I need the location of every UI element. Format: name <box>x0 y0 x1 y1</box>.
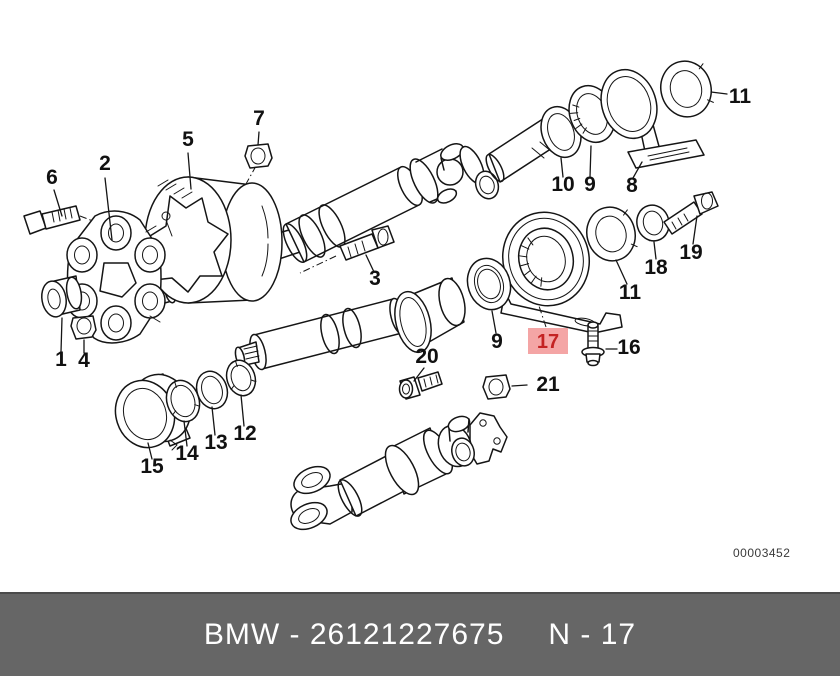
screw-16 <box>581 321 605 367</box>
callout-5: 5 <box>182 128 194 151</box>
callout-13: 13 <box>204 431 227 454</box>
seal-ring-9-mid <box>466 257 512 311</box>
callout-9-top: 9 <box>584 173 596 196</box>
vibration-damper <box>144 176 283 304</box>
callout-7: 7 <box>253 107 265 130</box>
caption-diagram-number: N - 17 <box>548 618 637 651</box>
lock-ring-14 <box>165 379 201 423</box>
callout-20: 20 <box>415 345 438 368</box>
callout-21: 21 <box>536 373 560 396</box>
callout-10: 10 <box>551 173 574 196</box>
callout-11-top: 11 <box>729 85 752 108</box>
callout-3: 3 <box>369 267 381 290</box>
nut-21 <box>482 374 511 400</box>
callout-1: 1 <box>55 348 67 371</box>
callout-12: 12 <box>233 422 256 445</box>
leader-lines <box>53 91 728 460</box>
bolt-3 <box>339 225 395 261</box>
callout-19: 19 <box>679 241 702 264</box>
flex-disc <box>66 210 166 344</box>
callout-17: 17 <box>537 331 559 353</box>
callout-18: 18 <box>644 256 668 279</box>
nut-7 <box>244 143 273 169</box>
lower-driveshaft <box>290 412 508 531</box>
caption-part-number: BMW - 26121227675 <box>203 618 505 651</box>
callout-2: 2 <box>99 152 111 175</box>
callout-8: 8 <box>626 174 638 197</box>
bushing-13 <box>195 370 229 410</box>
bolt-19 <box>663 191 719 235</box>
callout-11-mid: 11 <box>619 281 642 304</box>
parts-diagram: 6 2 5 7 3 1 4 10 9 8 11 19 18 11 9 16 20… <box>23 60 751 531</box>
nut-4 <box>70 315 97 340</box>
rubber-mount-11-mid <box>586 206 638 262</box>
callout-14: 14 <box>175 442 199 465</box>
highlight-badge <box>528 328 568 354</box>
bolt-20 <box>398 371 443 400</box>
callouts: 6 2 5 7 3 1 4 10 9 8 11 19 18 11 9 16 20… <box>46 85 751 478</box>
callout-6: 6 <box>46 166 58 189</box>
highlighted-callout-17: 17 <box>528 328 568 354</box>
watermark-number: 00003452 <box>733 546 791 560</box>
callout-9-mid: 9 <box>491 330 503 353</box>
callout-15: 15 <box>140 455 164 478</box>
bolt-6 <box>23 205 81 235</box>
callout-4: 4 <box>78 349 90 372</box>
centering-sleeve <box>41 275 83 318</box>
lock-ring-12 <box>225 359 257 397</box>
rubber-mount-11-top <box>660 60 714 118</box>
support-bracket-8 <box>600 68 705 169</box>
callout-16: 16 <box>617 336 640 359</box>
caption-bar: BMW - 26121227675 N - 17 <box>0 592 840 676</box>
